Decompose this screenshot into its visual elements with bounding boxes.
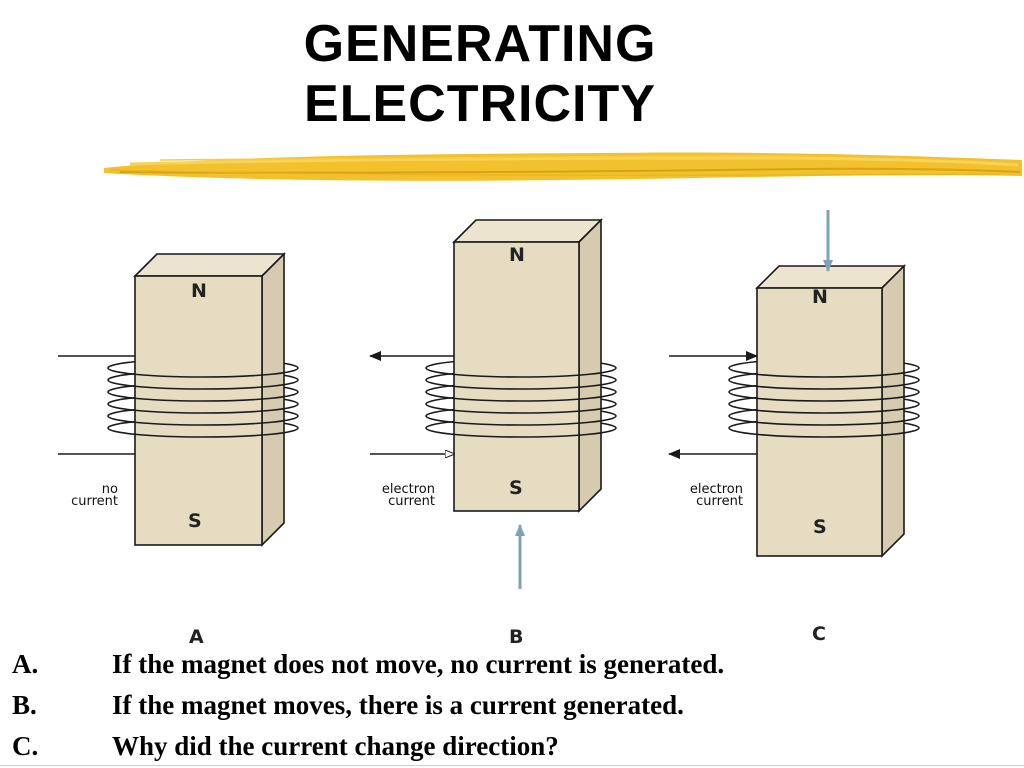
panel-a-current-label-line-2: current <box>71 494 118 509</box>
magnet-a <box>133 252 286 547</box>
magnet-a-north-label: N <box>191 280 207 302</box>
magnet-a-south-label: S <box>188 510 202 532</box>
panel-c-letter: C <box>812 623 826 645</box>
panel-c: N S electron current C <box>668 210 920 645</box>
title-underline-stroke <box>104 152 1022 181</box>
coil-a-front <box>107 367 299 438</box>
panel-b-current-label-line-1: electron <box>382 482 435 497</box>
magnet-b-north-label: N <box>509 244 525 266</box>
magnet-diagram: N S no current A <box>58 210 920 648</box>
caption-b-text: If the magnet moves, there is a current … <box>112 690 684 720</box>
caption-a-letter: A. <box>12 649 39 679</box>
panel-b: N S electron current B <box>369 218 617 648</box>
caption-b: B. If the magnet moves, there is a curre… <box>12 685 1012 726</box>
panel-a: N S no current A <box>58 252 299 648</box>
magnet-c <box>755 264 906 558</box>
coil-b-front <box>425 367 617 438</box>
coil-c-front <box>728 367 920 438</box>
magnet-c-south-label: S <box>813 516 827 538</box>
panel-c-current-label-line-1: electron <box>690 482 743 497</box>
slide-bottom-rule <box>0 765 1024 766</box>
panel-c-current-label-line-2: current <box>696 494 743 509</box>
magnet-b <box>452 218 603 513</box>
caption-c-text: Why did the current change direction? <box>112 731 559 761</box>
slide-title: GENERATING ELECTRICITY <box>250 14 710 134</box>
panel-b-current-label-line-2: current <box>388 494 435 509</box>
caption-list: A. If the magnet does not move, no curre… <box>12 644 1012 767</box>
slide-title-line-1: GENERATING <box>303 15 657 73</box>
caption-c-letter: C. <box>12 731 39 761</box>
slide-title-line-2: ELECTRICITY <box>304 75 656 133</box>
caption-b-letter: B. <box>12 690 37 720</box>
caption-a-text: If the magnet does not move, no current … <box>112 649 725 679</box>
magnet-b-south-label: S <box>509 477 523 499</box>
panel-a-letter: A <box>189 626 204 648</box>
magnet-c-north-label: N <box>812 286 828 308</box>
panel-a-current-label-line-1: no <box>102 482 118 497</box>
caption-c: C. Why did the current change direction? <box>12 726 1012 767</box>
caption-a: A. If the magnet does not move, no curre… <box>12 644 1012 685</box>
panel-b-letter: B <box>509 626 523 648</box>
